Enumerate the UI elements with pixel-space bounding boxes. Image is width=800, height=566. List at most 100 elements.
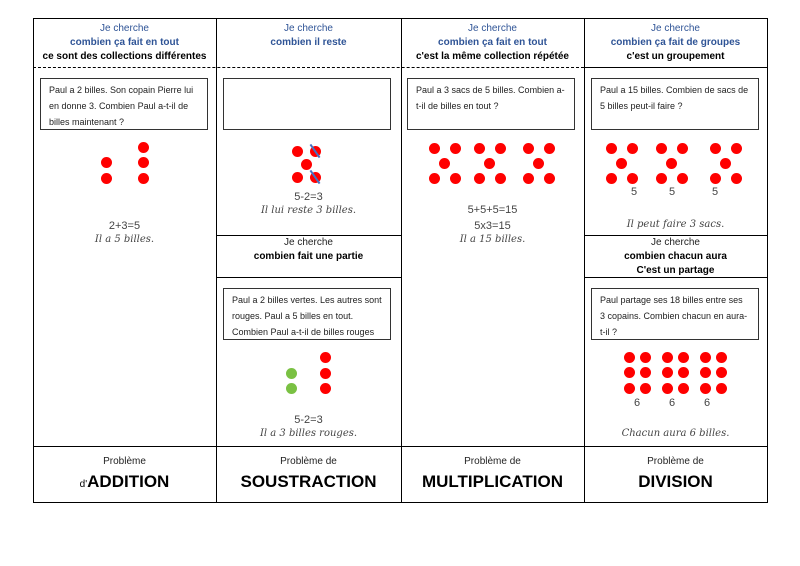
group-label: 6	[703, 397, 711, 409]
problem-box: Paul a 2 billes vertes. Les autres sont …	[223, 288, 391, 340]
red-marble	[605, 142, 617, 154]
problem-box: Paul a 3 sacs de 5 billes. Combien a-t-i…	[407, 78, 575, 130]
answer: Il peut faire 3 sacs.	[626, 219, 725, 230]
red-marble	[319, 382, 331, 394]
col-border	[216, 18, 217, 503]
equation: 2+3=5	[108, 220, 141, 232]
red-marble	[709, 142, 721, 154]
red-marble	[137, 156, 149, 168]
red-marble	[319, 351, 331, 363]
red-marble	[655, 172, 667, 184]
header-line1: Je cherche	[284, 23, 333, 34]
col-border	[767, 18, 768, 503]
answer: Il lui reste 3 billes.	[260, 205, 357, 216]
header-line3: c'est la même collection répétée	[415, 51, 569, 62]
red-marble	[522, 172, 534, 184]
group-label: 5	[630, 186, 638, 198]
red-marble	[522, 142, 534, 154]
answer: Il a 3 billes rouges.	[259, 428, 358, 439]
footer-label: Problème de	[280, 456, 337, 467]
green-marble	[285, 367, 297, 379]
header-divider	[584, 67, 767, 68]
header-line2: combien ça fait de groupes	[610, 37, 741, 48]
red-marble	[438, 157, 450, 169]
group-label: 5	[711, 186, 719, 198]
red-marble	[449, 142, 461, 154]
red-marble	[623, 366, 635, 378]
red-marble	[473, 172, 485, 184]
red-marble	[100, 172, 112, 184]
red-marble	[543, 172, 555, 184]
red-marble	[623, 351, 635, 363]
sub-header: Je cherche combien chacun aura C'est un …	[584, 236, 767, 278]
header-divider	[33, 67, 584, 68]
col-border	[584, 18, 585, 503]
footer-title: d'ADDITION	[33, 472, 216, 492]
header-line2: combien fait une partie	[253, 251, 364, 262]
header-line2: combien il reste	[270, 37, 347, 48]
col-border	[401, 18, 402, 503]
header-line3: ce sont des collections différentes	[42, 51, 207, 62]
red-marble	[428, 172, 440, 184]
header-line1: Je cherche	[651, 23, 700, 34]
header-line1: Je cherche	[468, 23, 517, 34]
answer: Chacun aura 6 billes.	[621, 428, 730, 439]
red-marble	[661, 351, 673, 363]
red-marble	[639, 366, 651, 378]
header-line3: c'est un groupement	[626, 51, 725, 62]
red-marble	[677, 351, 689, 363]
problem-box: Paul a 15 billes. Combien de sacs de 5 b…	[591, 78, 759, 130]
red-marble	[661, 382, 673, 394]
red-marble	[661, 366, 673, 378]
sub-divider	[584, 235, 767, 236]
group-label: 6	[668, 397, 676, 409]
red-marble	[639, 382, 651, 394]
sub-header-divider	[584, 277, 767, 278]
red-marble	[626, 142, 638, 154]
red-marble	[494, 142, 506, 154]
header-line1: Je cherche	[284, 237, 333, 248]
red-marble	[699, 366, 711, 378]
header-line1: Je cherche	[651, 237, 700, 248]
red-marble	[428, 142, 440, 154]
red-marble	[709, 172, 721, 184]
red-marble	[473, 142, 485, 154]
equation: 5-2=3	[294, 191, 323, 203]
answer: Il a 5 billes.	[94, 234, 155, 245]
red-marble	[699, 351, 711, 363]
multiplication-header: Je cherche combien ça fait en tout c'est…	[401, 22, 584, 64]
header-line3: C'est un partage	[636, 265, 715, 276]
red-marble	[543, 142, 555, 154]
red-marble	[655, 142, 667, 154]
footer-main: ADDITION	[87, 472, 170, 491]
red-marble	[291, 145, 303, 157]
red-marble	[719, 157, 731, 169]
equation: 5-2=3	[294, 414, 323, 426]
group-label: 6	[633, 397, 641, 409]
red-marble	[483, 157, 495, 169]
red-marble	[715, 382, 727, 394]
footer-label: Problème de	[464, 456, 521, 467]
equation: 5+5+5=15	[467, 204, 518, 216]
red-marble	[300, 158, 312, 170]
sub-header-divider	[216, 277, 401, 278]
sub-divider	[216, 235, 401, 236]
col-border	[33, 18, 34, 503]
red-marble	[494, 172, 506, 184]
table-border-top	[33, 18, 768, 19]
red-marble	[715, 366, 727, 378]
division-header: Je cherche combien ça fait de groupes c'…	[584, 22, 767, 64]
footer-label: Problème	[103, 456, 146, 467]
red-marble	[676, 172, 688, 184]
red-marble	[699, 382, 711, 394]
red-marble	[605, 172, 617, 184]
red-marble	[730, 142, 742, 154]
group-label: 5	[668, 186, 676, 198]
table-border-bottom	[33, 502, 768, 503]
red-marble	[137, 141, 149, 153]
red-marble	[623, 382, 635, 394]
red-marble	[449, 172, 461, 184]
footer-divider	[33, 446, 768, 447]
green-marble	[285, 382, 297, 394]
equation-2: 5x3=15	[474, 220, 511, 232]
